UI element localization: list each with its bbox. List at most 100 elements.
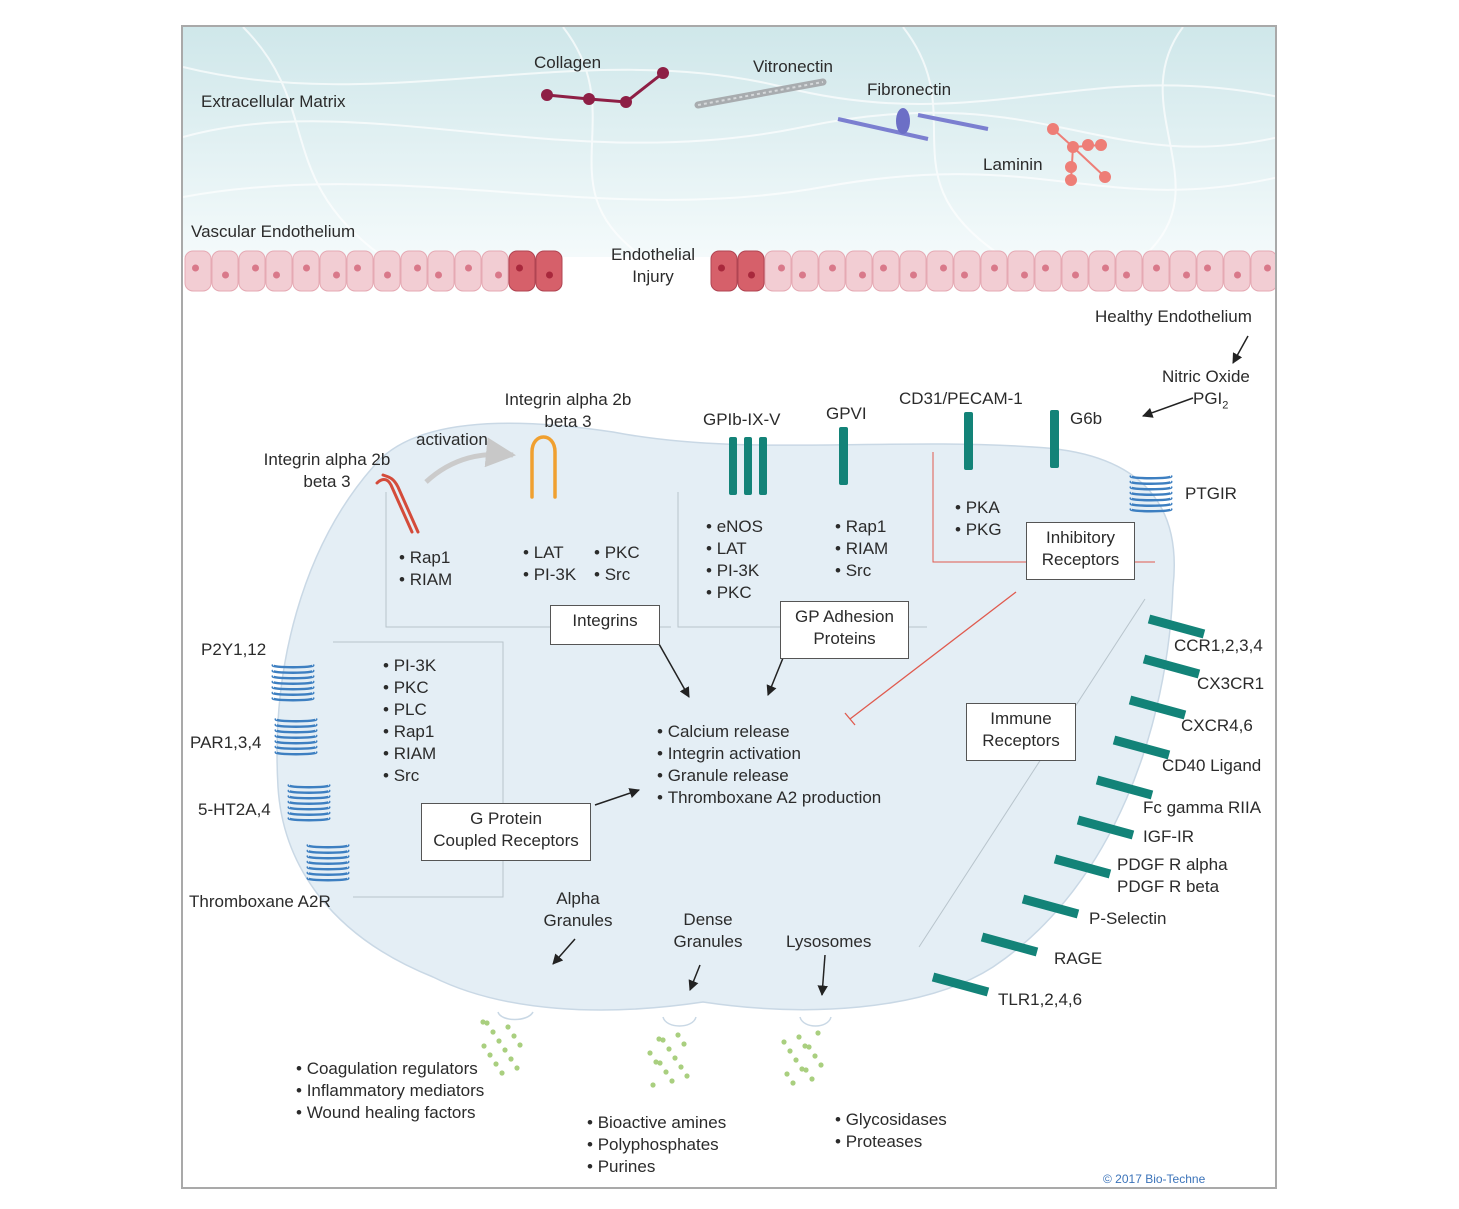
copyright: © 2017 Bio-Techne: [1103, 1172, 1206, 1186]
immune-label-cd40: CD40 Ligand: [1162, 756, 1262, 775]
endothelial-cell: [238, 250, 266, 292]
immune-receptor-bar: [1053, 854, 1112, 879]
endothelial-cell: [737, 250, 765, 292]
vitronectin-molecule: [694, 78, 827, 109]
alpha-granule-contents: Coagulation regulatorsInflammatory media…: [296, 1058, 485, 1124]
endothelial-cell: [373, 250, 401, 292]
ptgir-label: PTGIR: [1185, 484, 1237, 503]
endothelial-cell: [1250, 250, 1275, 292]
gpvi-label: GPVI: [826, 404, 867, 423]
pathway-arrows: [552, 335, 1249, 997]
healthy-endothelium-label: Healthy Endothelium: [1095, 307, 1252, 326]
immune-receptor-bar: [1128, 695, 1187, 720]
gpcr-label-par: PAR1,3,4: [190, 733, 262, 752]
laminin-molecule: [1047, 123, 1111, 186]
immune-label-fc: Fc gamma RIIA: [1143, 798, 1262, 817]
endothelial-cell: [1223, 250, 1251, 292]
nitric-oxide-label: Nitric Oxide: [1162, 367, 1250, 386]
lysosome-contents: GlycosidasesProteases: [835, 1109, 947, 1153]
gp-signals-a: eNOSLAT PI-3KPKC: [706, 516, 763, 604]
vitronectin-label: Vitronectin: [753, 57, 834, 76]
activation-arrow: [424, 437, 516, 484]
immune-label-pdgf-beta: PDGF R beta: [1117, 877, 1220, 896]
collagen-label: Collagen: [534, 53, 602, 72]
fibronectin-label: Fibronectin: [867, 80, 952, 99]
immune-receptor-bars: [931, 614, 1206, 997]
immune-label-rage: RAGE: [1054, 949, 1103, 968]
immune-receptor-bar: [1021, 894, 1080, 919]
immune-label-pselectin: P-Selectin: [1089, 909, 1167, 928]
platelet-responses: Calcium releaseIntegrin activation Granu…: [657, 721, 882, 809]
gpcr-label-5ht2a: 5-HT2A,4: [198, 800, 271, 819]
immune-label-igf: IGF-IR: [1143, 827, 1194, 846]
immune-receptor-bar: [1147, 614, 1206, 639]
endothelial-cell: [1034, 250, 1062, 292]
immune-label-cxcr: CXCR4,6: [1181, 716, 1253, 735]
gpcr-coil-icon: [274, 717, 318, 756]
endothelial-cell: [211, 250, 239, 292]
immune-label-cx3cr1: CX3CR1: [1197, 674, 1265, 693]
g6b-receptor: [1050, 410, 1059, 468]
endothelial-cell: [265, 250, 293, 292]
diagram-artwork: [183, 27, 1275, 1088]
endothelial-cell: [1196, 250, 1224, 292]
laminin-label: Laminin: [983, 155, 1043, 174]
integrin-inactive-receptor: [375, 473, 420, 534]
immune-label-pdgf-alpha: PDGF R alpha: [1117, 855, 1228, 874]
g6b-label: G6b: [1070, 409, 1103, 428]
endothelial-cell: [791, 250, 819, 292]
lysosomes-label: Lysosomes: [786, 932, 872, 951]
immune-receptor-bar: [1142, 654, 1201, 679]
ecm-label: Extracellular Matrix: [201, 92, 346, 111]
endothelial-cell: [764, 250, 792, 292]
endothelial-cell: [508, 250, 536, 292]
endothelial-cell: [899, 250, 927, 292]
gp-signals-b: Rap1RIAM Src: [835, 516, 889, 582]
vascular-endothelium-label: Vascular Endothelium: [191, 222, 356, 241]
fibronectin-molecule: [837, 108, 989, 141]
endothelial-cell: [1007, 250, 1035, 292]
endothelial-cell: [427, 250, 455, 292]
endothelial-cell: [1115, 250, 1143, 292]
endothelial-cell: [535, 250, 563, 292]
endothelial-cell: [184, 250, 212, 292]
ecm-fibers: [183, 27, 1275, 258]
endothelial-cell: [346, 250, 374, 292]
gpcr-coil-icon: [306, 843, 350, 882]
immune-receptor-bar: [931, 972, 990, 997]
gpcr-coils: [271, 474, 1173, 882]
collagen-molecule: [541, 67, 669, 108]
immune-receptor-bar: [1076, 815, 1135, 840]
endothelial-cell: [845, 250, 873, 292]
cd31-receptor: [964, 412, 973, 470]
gpcr-coil-icon: [271, 663, 315, 702]
cd31-label: CD31/PECAM-1: [899, 389, 1023, 408]
inhibitory-signals: PKAPKG: [955, 497, 1002, 541]
endothelial-cell: [926, 250, 954, 292]
gpcr-signals: PI-3KPKCPLC Rap1RIAMSrc: [383, 655, 437, 787]
integrin-signals-a: Rap1RIAM: [399, 547, 453, 591]
gpcr-coil-icon: [287, 783, 331, 822]
gpib-receptor: [729, 437, 767, 495]
platelet-cell: [276, 422, 1175, 1011]
endothelial-cell: [710, 250, 738, 292]
diagram-frame: Extracellular Matrix Collagen Vitronecti…: [181, 25, 1277, 1189]
integrin-signals-b: LATPI-3K: [523, 542, 577, 586]
gpcr-coil-icon: [1129, 474, 1173, 513]
immune-receptor-bar: [980, 932, 1039, 957]
dense-granule-contents: Bioactive aminesPolyphosphatesPurines: [587, 1112, 727, 1178]
gpvi-receptor: [839, 427, 848, 485]
immune-receptor-bar: [1095, 775, 1154, 800]
integrin-active-receptor: [530, 435, 557, 499]
integrins-box: Integrins: [550, 605, 660, 645]
endothelial-cell: [953, 250, 981, 292]
endothelial-cell: [1088, 250, 1116, 292]
